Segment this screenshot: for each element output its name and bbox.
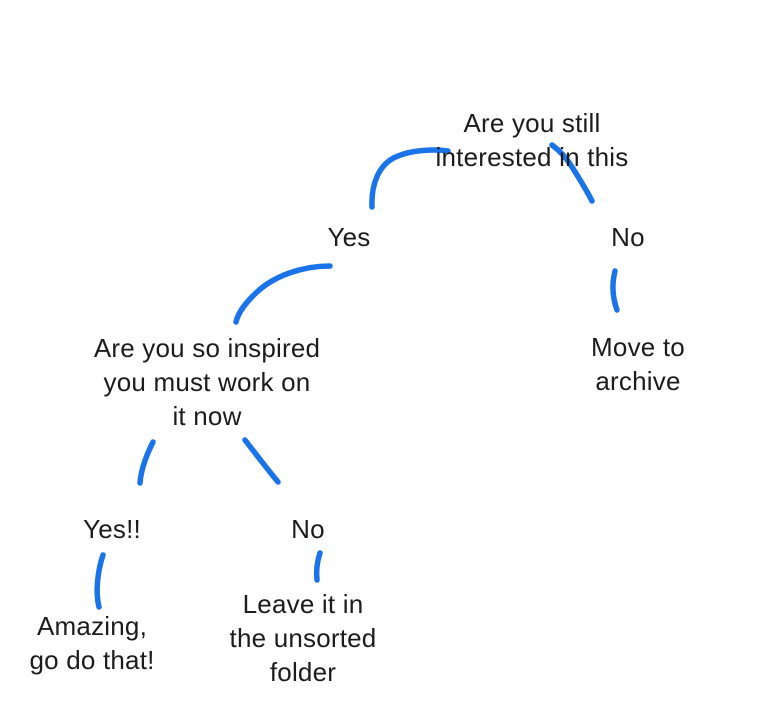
node-inspired-yes: Yes!! [83,514,141,544]
connector-yes-to-inspired [233,263,333,325]
connector-no-to-unsorted [313,550,323,583]
node-interested-no: No [611,222,645,252]
node-unsorted-action: Leave it in the unsorted folder [229,589,377,687]
node-inspired-no: No [291,514,325,544]
connector-yes-to-amazing [94,552,106,610]
connector-inspired-to-yes [137,439,156,486]
node-inspired-question: Are you so inspired you must work on it … [93,333,321,431]
connector-inspired-to-no [242,437,281,485]
connector-no-to-archive [610,268,620,313]
node-archive-action: Move to archive [591,332,685,396]
node-interested-yes: Yes [327,222,371,252]
node-root-question: Are you still interested in this [435,108,629,172]
node-amazing-action: Amazing, go do that! [29,611,155,675]
